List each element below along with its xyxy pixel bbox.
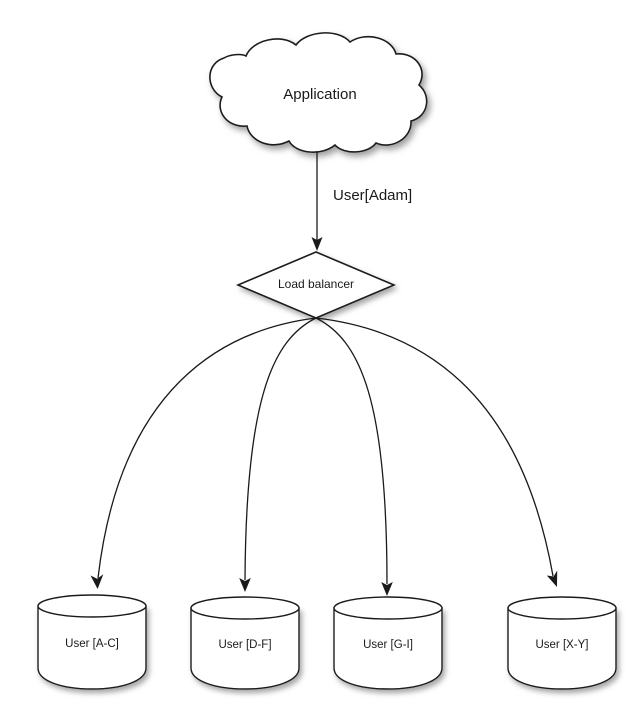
database-label-2: User [D-F]	[218, 639, 271, 651]
database-label-4: User [X-Y]	[535, 639, 588, 651]
database-node-4[interactable]: User [X-Y]	[507, 596, 617, 690]
arrowhead-icon	[239, 578, 251, 592]
edge-curve	[97, 317, 317, 579]
database-label-3: User [G-I]	[363, 639, 413, 651]
database-node-3[interactable]: User [G-I]	[333, 596, 443, 690]
database-node-2[interactable]: User [D-F]	[190, 596, 300, 690]
edge-load-balancer-to-db-3	[315, 317, 393, 596]
cylinder-body	[37, 605, 147, 690]
application-node[interactable]: Application	[209, 32, 428, 153]
cylinder-top	[190, 596, 300, 620]
cylinder-body	[333, 607, 443, 690]
arrowhead-icon	[311, 237, 323, 251]
database-label-1: User [A-C]	[65, 638, 119, 650]
load-balancer-node[interactable]: Load balancer	[235, 251, 397, 319]
load-balancer-label: Load balancer	[278, 277, 354, 291]
edge-load-balancer-to-db-2	[239, 317, 317, 592]
application-label: Application	[283, 86, 356, 103]
edge-load-balancer-to-db-1	[90, 317, 317, 589]
cylinder-top	[37, 594, 147, 618]
edge-load-balancer-to-db-4	[315, 317, 558, 587]
arrowhead-icon	[381, 582, 393, 596]
arrowhead-icon	[90, 574, 104, 589]
cylinder-top	[507, 596, 617, 620]
cylinder-top	[333, 596, 443, 620]
edge-curve	[315, 317, 554, 577]
edge-curve	[244, 317, 317, 581]
arrowhead-icon	[546, 570, 558, 587]
database-node-1[interactable]: User [A-C]	[37, 594, 147, 690]
edge-label-user-adam: User[Adam]	[333, 187, 412, 204]
edge-curve	[315, 317, 388, 585]
cloud-shape	[209, 32, 428, 153]
cylinder-body	[190, 607, 300, 690]
edge-application-to-load-balancer: User[Adam]	[311, 151, 412, 251]
cylinder-body	[507, 607, 617, 690]
